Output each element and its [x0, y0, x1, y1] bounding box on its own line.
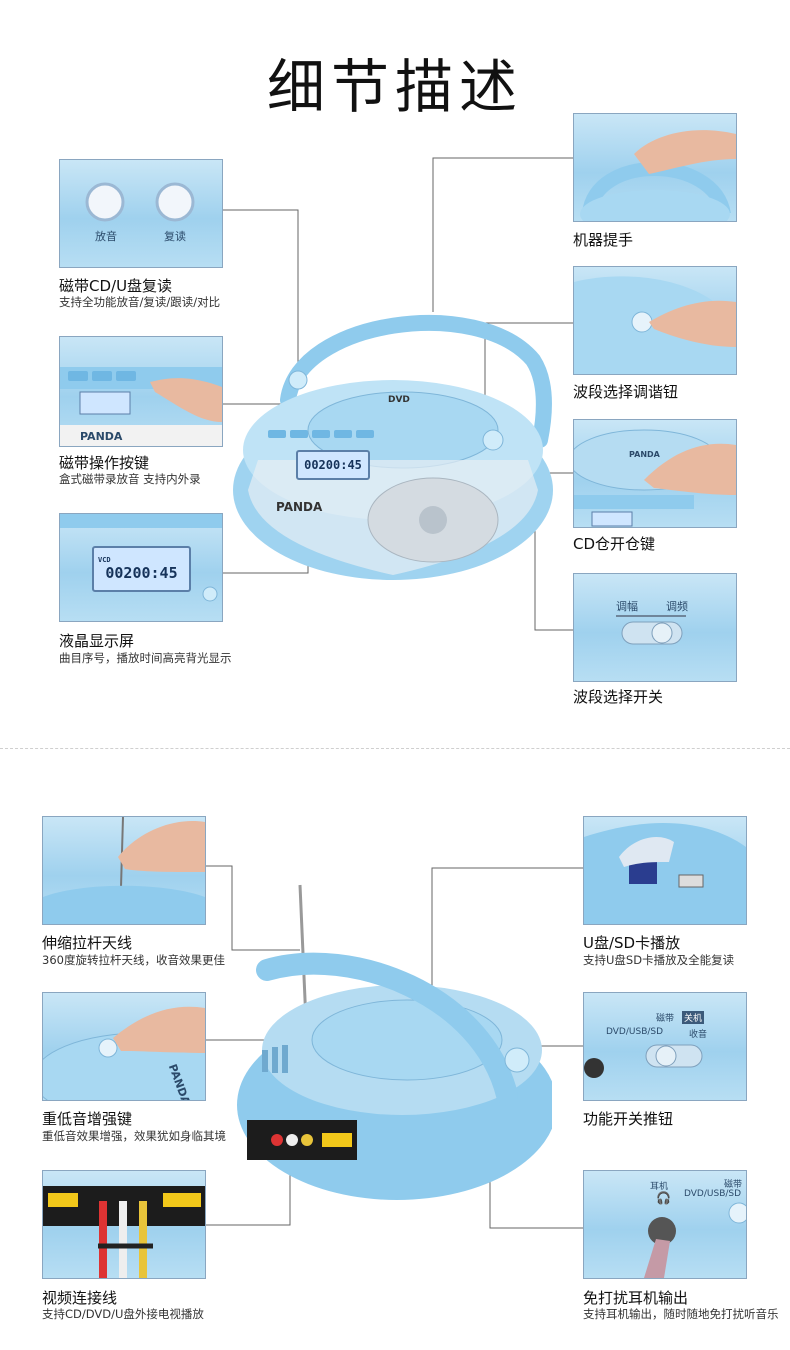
caption-tuning-knob: 波段选择调谐钮 [573, 383, 679, 401]
photo-video-cable [42, 1170, 206, 1279]
caption-function-switch: 功能开关推钮 [583, 1110, 674, 1128]
product-main-top: 00200:45 PANDA DVD [228, 300, 558, 590]
photo-headphone: 耳机 🎧 磁带 DVD/USB/SD [583, 1170, 747, 1279]
photo-tuning-knob [573, 266, 737, 375]
caption-lcd: 液晶显示屏 [59, 632, 135, 650]
photo-lcd-screen: VCD 00200:45 [59, 513, 223, 622]
caption-bass-boost: 重低音增强键 [42, 1110, 133, 1128]
main-cd-mark: DVD [388, 395, 410, 405]
caption-antenna: 伸缩拉杆天线 [42, 934, 133, 952]
photo-bass-boost: PANDA [42, 992, 206, 1101]
photo-usb-sd [583, 816, 747, 925]
caption-tape-cd-repeat: 磁带CD/U盘复读 [59, 277, 173, 295]
caption-video-cable: 视频连接线 [42, 1289, 118, 1307]
detail-lcd-value: 00200:45 [105, 564, 178, 582]
caption-tape-keys: 磁带操作按键 [59, 454, 150, 472]
photo-tape-keys: PANDA [59, 336, 223, 447]
subtitle-usb-sd: 支持U盘SD卡播放及全能复读 [583, 953, 735, 967]
function-label-tape: 磁带 [656, 1014, 675, 1024]
subtitle-headphone: 支持耳机输出，随时随地免打扰听音乐 [583, 1307, 779, 1321]
page-title: 细节描述 [266, 53, 523, 121]
subtitle-tape-keys: 盒式磁带录放音 支持内外录 [59, 472, 201, 486]
function-label-off: 关机 [682, 1011, 705, 1024]
button-label-repeat: 复读 [164, 230, 186, 243]
switch-label-fm: 调频 [666, 600, 688, 613]
subtitle-antenna: 360度旋转拉杆天线，收音效果更佳 [42, 953, 225, 967]
cd-photo-brand: PANDA [629, 450, 660, 459]
caption-cd-open: CD仓开仓键 [573, 535, 656, 553]
subtitle-lcd: 曲目序号，播放时间高亮背光显示 [59, 651, 232, 665]
tape-photo-brand: PANDA [80, 430, 123, 443]
caption-usb-sd: U盘/SD卡播放 [583, 934, 681, 952]
headphone-photo-label-dvd: DVD/USB/SD [684, 1189, 742, 1199]
caption-handle: 机器提手 [573, 231, 634, 249]
main-brand: PANDA [276, 500, 323, 514]
detail-lcd-mode: VCD [98, 556, 111, 564]
photo-cd-open: PANDA [573, 419, 737, 528]
switch-label-am: 调幅 [616, 600, 638, 613]
function-label-dvd: DVD/USB/SD [606, 1027, 664, 1037]
photo-band-switch: 调幅 调频 [573, 573, 737, 682]
photo-antenna [42, 816, 206, 925]
photo-function-switch: 磁带 关机 DVD/USB/SD 收音 [583, 992, 747, 1101]
headphone-photo-label-tape: 磁带 [724, 1180, 743, 1190]
detail-lcd: VCD 00200:45 [92, 546, 191, 592]
photo-play-repeat: 放音 复读 [59, 159, 223, 268]
product-main-bottom [232, 875, 557, 1205]
subtitle-tape-cd-repeat: 支持全功能放音/复读/跟读/对比 [59, 295, 221, 309]
subtitle-video-cable: 支持CD/DVD/U盘外接电视播放 [42, 1307, 204, 1321]
section-divider [0, 748, 790, 749]
headphone-label: 耳机 [650, 1182, 669, 1192]
caption-headphone: 免打扰耳机输出 [583, 1289, 689, 1307]
button-label-play: 放音 [95, 230, 117, 243]
function-label-radio: 收音 [689, 1030, 708, 1040]
photo-handle [573, 113, 737, 222]
subtitle-bass-boost: 重低音效果增强，效果犹如身临其境 [42, 1129, 226, 1143]
main-lcd: 00200:45 [296, 450, 370, 480]
headphone-icon: 🎧 [656, 1191, 671, 1205]
caption-band-switch: 波段选择开关 [573, 688, 664, 706]
